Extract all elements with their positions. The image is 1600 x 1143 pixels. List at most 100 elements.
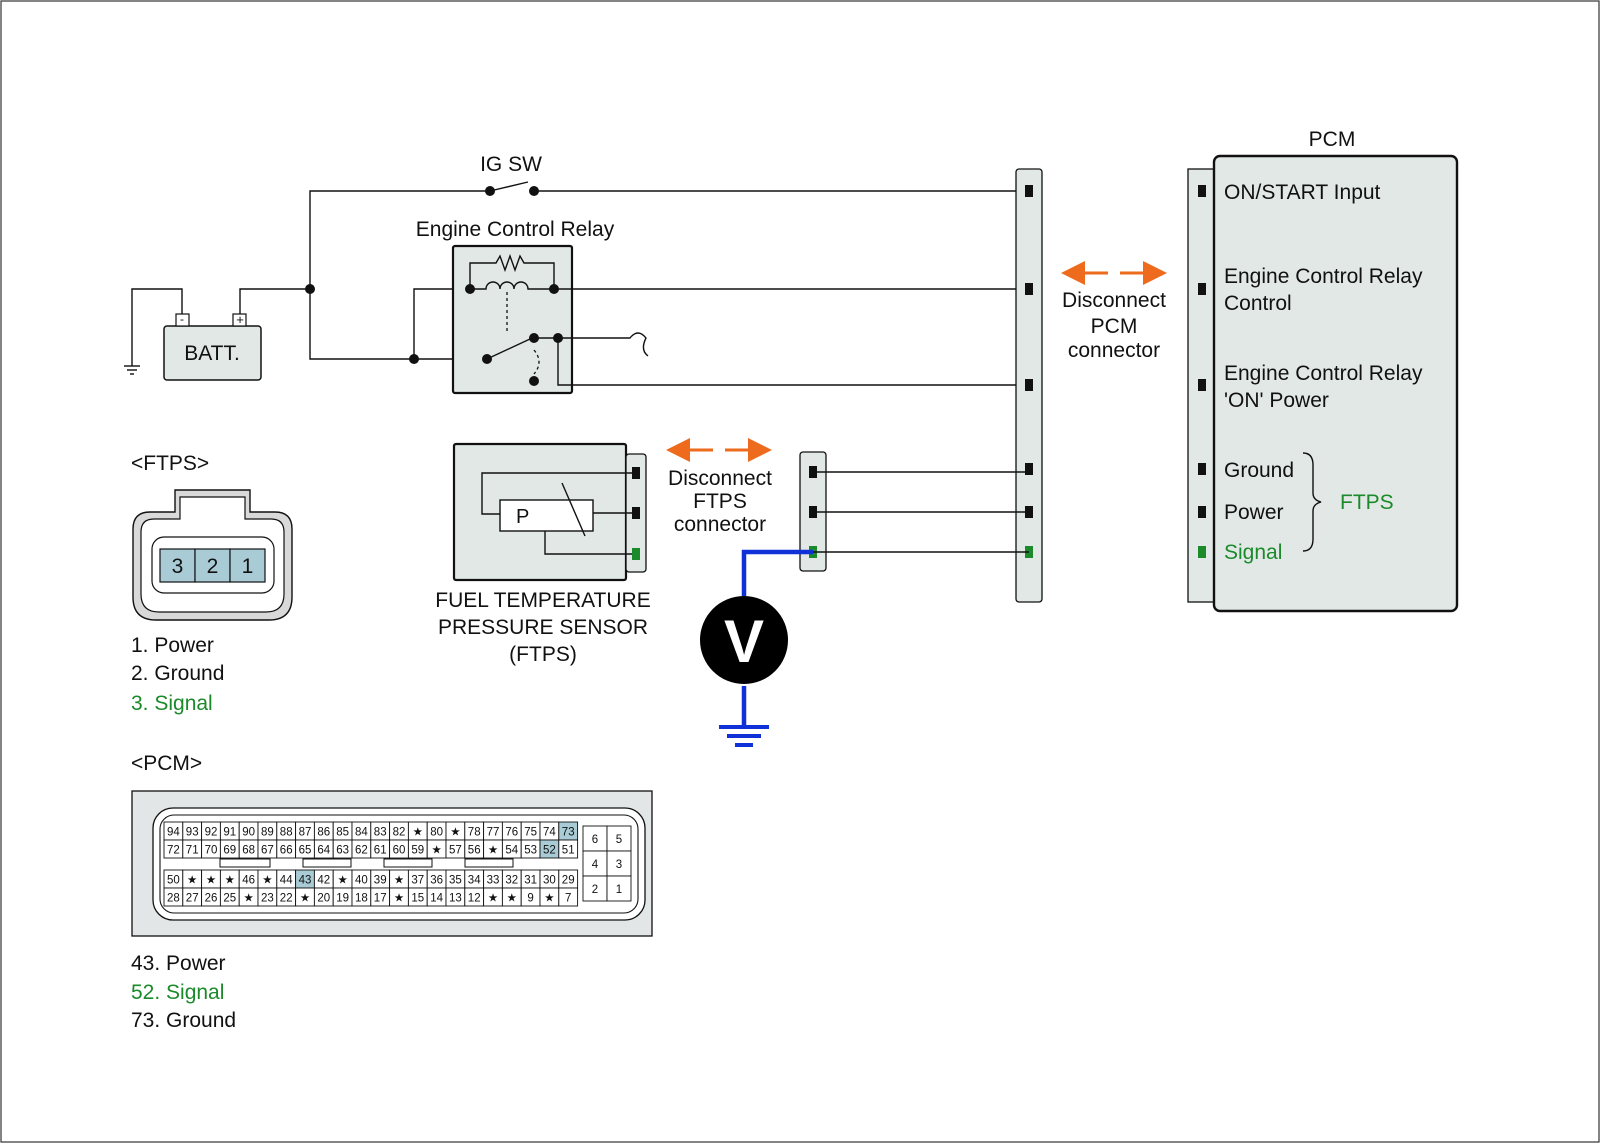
pcm-small-pin-label: 5 bbox=[616, 834, 622, 846]
pcm-pin-label: 42 bbox=[317, 875, 330, 887]
pcm-pin-label: 70 bbox=[205, 845, 218, 857]
pcm-pin-cell: 83 bbox=[370, 821, 391, 841]
pcm-pin-power: Power bbox=[1224, 501, 1284, 524]
ftps-pin-2: 2 bbox=[194, 548, 231, 583]
pcm-pin-label: 19 bbox=[336, 893, 349, 905]
voltmeter-ground-icon bbox=[719, 725, 769, 747]
pcm-pin-label: 18 bbox=[355, 893, 368, 905]
pcm-pin-label: 67 bbox=[261, 845, 274, 857]
pcm-small-pin-label: 6 bbox=[592, 834, 598, 846]
pcm-pin-label: 9 bbox=[527, 893, 533, 905]
pcm-pin-cell: 13 bbox=[445, 887, 466, 907]
pcm-pin-label: 87 bbox=[299, 827, 312, 839]
pcm-pin-label: 54 bbox=[505, 845, 518, 857]
pcm-pin-label: ★ bbox=[187, 875, 197, 887]
relay-label: Engine Control Relay bbox=[416, 218, 615, 241]
pcm-pin-label: 63 bbox=[336, 845, 349, 857]
pcm-pin-cell: 77 bbox=[483, 821, 503, 841]
pcm-pin-cell: 74 bbox=[539, 821, 560, 841]
pcm-pin-cell: 64 bbox=[313, 839, 334, 859]
pcm-pin-cell: 31 bbox=[520, 869, 541, 889]
pcm-legend-2: 52. Signal bbox=[131, 981, 224, 1004]
pcm-pin-cell: 44 bbox=[276, 869, 297, 889]
pcm-pin-cell: ★ bbox=[483, 839, 503, 859]
pcm-small-pin-cell: 2 bbox=[582, 875, 608, 902]
pcm-pin-label: 91 bbox=[223, 827, 236, 839]
pcm-pin-cell: 92 bbox=[201, 821, 221, 841]
pcm-pin-cell: 15 bbox=[407, 887, 428, 907]
pcm-pin-cell: ★ bbox=[483, 887, 503, 907]
pcm-pin-label: 65 bbox=[299, 845, 312, 857]
pcm-pin-label: 7 bbox=[565, 893, 571, 905]
pcm-pin-cell: ★ bbox=[426, 839, 447, 859]
pcm-pin-label: 68 bbox=[242, 845, 255, 857]
pcm-pin-cell: 67 bbox=[257, 839, 278, 859]
pcm-pin-label: 28 bbox=[167, 893, 180, 905]
pcm-pin-on-start: ON/START Input bbox=[1224, 181, 1381, 204]
pcm-small-pin-cell: 6 bbox=[582, 825, 608, 852]
engine-control-relay bbox=[451, 244, 574, 395]
relay-coil-feed bbox=[413, 288, 470, 359]
relay-output-wire bbox=[558, 332, 649, 357]
pcm-pin-cell: 39 bbox=[370, 869, 391, 889]
pcm-pin-label: 60 bbox=[393, 845, 406, 857]
pcm-pin-cell: 22 bbox=[276, 887, 297, 907]
pcm-small-pin-cell: 4 bbox=[582, 850, 608, 877]
pcm-pin-label: 84 bbox=[355, 827, 368, 839]
pcm-pin-label: 37 bbox=[411, 875, 424, 887]
pcm-pin-label: 51 bbox=[562, 845, 575, 857]
pcm-pin-cell: 37 bbox=[407, 869, 428, 889]
pcm-small-pin-cell: 1 bbox=[606, 875, 632, 902]
pcm-pin-cell: 61 bbox=[370, 839, 391, 859]
pcm-pin-label: 43 bbox=[299, 875, 312, 887]
pcm-pin-label: ★ bbox=[300, 893, 310, 905]
pcm-pin-label: 74 bbox=[543, 827, 556, 839]
relay-on-power-wire bbox=[557, 338, 1028, 386]
pcm-pin-cell: ★ bbox=[389, 869, 409, 889]
pcm-pin-cell: 23 bbox=[257, 887, 278, 907]
pcm-pin-cell: 86 bbox=[313, 821, 334, 841]
pcm-pin-relay-control-l2: Control bbox=[1224, 292, 1292, 315]
battery-neg-label: - bbox=[180, 312, 184, 326]
ftps-legend-2: 2. Ground bbox=[131, 662, 224, 685]
pcm-pin-cell: ★ bbox=[501, 887, 522, 907]
pcm-pin-label: 85 bbox=[336, 827, 349, 839]
pcm-pin-cell: 17 bbox=[370, 887, 391, 907]
pcm-pin-cell: 68 bbox=[238, 839, 259, 859]
pcm-pin-cell: ★ bbox=[219, 869, 240, 889]
pcm-pin-cell: 43 bbox=[295, 869, 315, 889]
pcm-small-pin-cell: 3 bbox=[606, 850, 632, 877]
pcm-pin-cell: 90 bbox=[238, 821, 259, 841]
disconnect-ftps-line3: connector bbox=[674, 513, 766, 536]
ftps-pin-3: 3 bbox=[159, 548, 196, 583]
pcm-pin-cell: ★ bbox=[332, 869, 353, 889]
pcm-pin-label: 23 bbox=[261, 893, 274, 905]
ig-sw-feed-wire bbox=[309, 190, 490, 289]
pcm-pin-label: 29 bbox=[562, 875, 575, 887]
disconnect-pcm-line3: connector bbox=[1068, 339, 1160, 362]
pcm-pin-cell: 76 bbox=[501, 821, 522, 841]
pcm-legend-3: 73. Ground bbox=[131, 1009, 236, 1032]
pcm-pin-label: 15 bbox=[411, 893, 424, 905]
pcm-pin-label: 22 bbox=[280, 893, 293, 905]
disconnect-ftps-line1: Disconnect bbox=[668, 467, 772, 490]
pcm-pin-label: 90 bbox=[242, 827, 255, 839]
pcm-pin-cell: 12 bbox=[464, 887, 485, 907]
pcm-pin-label: 64 bbox=[317, 845, 330, 857]
pcm-pin-cell: 59 bbox=[407, 839, 428, 859]
pcm-connector-title: <PCM> bbox=[131, 752, 202, 775]
pcm-pin-label: ★ bbox=[206, 875, 216, 887]
pcm-pin-cell: 80 bbox=[426, 821, 447, 841]
pcm-pin-cell: 62 bbox=[351, 839, 372, 859]
pcm-pin-cell: 9 bbox=[520, 887, 541, 907]
pcm-pin-cell: 89 bbox=[257, 821, 278, 841]
pcm-pin-cell: 91 bbox=[219, 821, 240, 841]
disconnect-pcm-line2: PCM bbox=[1091, 315, 1138, 338]
pcm-pin-cell: ★ bbox=[201, 869, 221, 889]
pcm-pin-cell: 88 bbox=[276, 821, 297, 841]
pcm-pins bbox=[1198, 185, 1206, 558]
